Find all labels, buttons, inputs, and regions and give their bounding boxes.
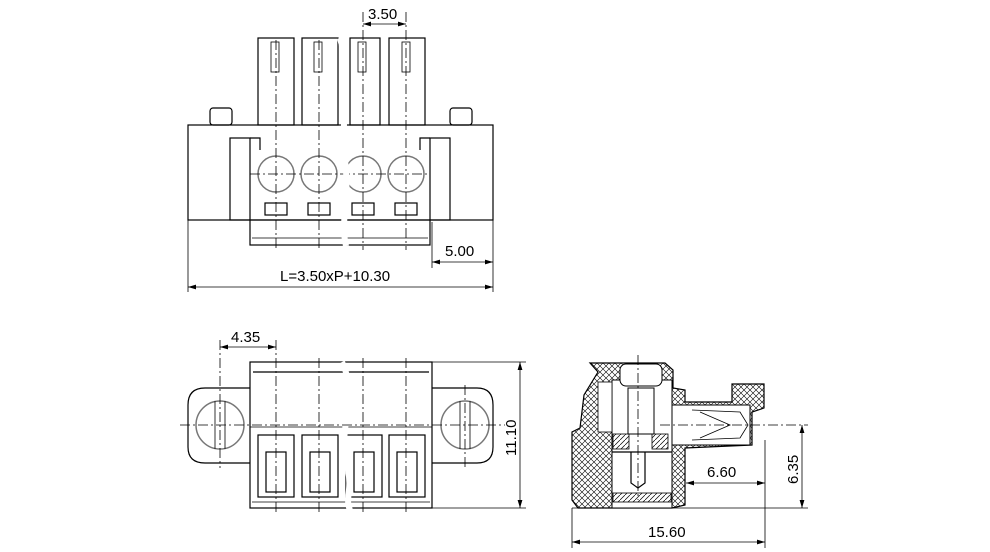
length-formula-dimension: L=3.50xP+10.30	[280, 268, 390, 285]
top-view: 3.50 5.00 L=3.50xP+10.30	[187, 6, 494, 292]
pitch-dimension: 3.50	[368, 6, 397, 23]
offset-dimension: 5.00	[445, 243, 474, 260]
flange-dimension: 4.35	[231, 329, 260, 346]
front-view: 4.35 11.10	[180, 329, 526, 515]
side-section-view: 15.60 6.60 6.35	[571, 355, 808, 548]
depth-dimension: 15.60	[648, 524, 686, 541]
height-dimension: 11.10	[503, 420, 520, 456]
pin-height-dimension: 6.35	[785, 455, 802, 484]
socket-dimension: 6.60	[707, 464, 736, 481]
wire-entries	[257, 434, 426, 498]
